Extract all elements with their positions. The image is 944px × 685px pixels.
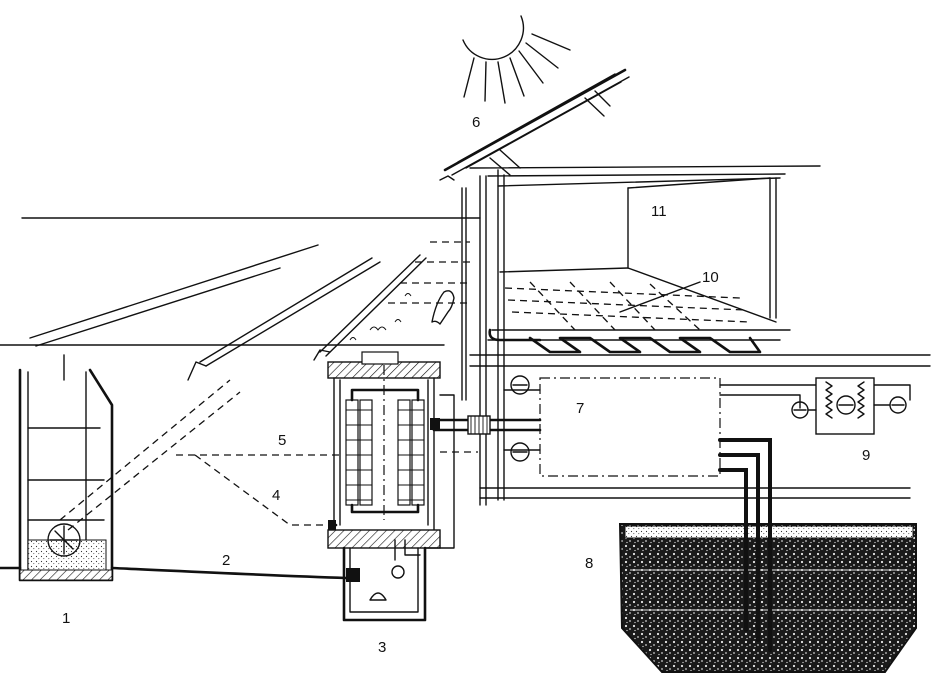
label-3: 3: [378, 639, 386, 656]
label-7: 7: [576, 400, 584, 417]
sensor-pit: [18, 354, 241, 582]
label-11: 11: [651, 203, 667, 220]
leader-lines: [176, 451, 478, 526]
label-10: 10: [702, 269, 719, 286]
heat-exchanger: [791, 377, 907, 435]
rock-bed-storage: [618, 438, 917, 673]
label-1: 1: [62, 610, 70, 627]
connection-pipes: [424, 394, 542, 549]
landscape-lines: [0, 217, 481, 381]
label-4: 4: [272, 487, 280, 504]
label-2: 2: [222, 552, 230, 569]
control-unit: [503, 375, 911, 477]
storage-tank-unit: [327, 351, 441, 622]
label-8: 8: [585, 555, 593, 572]
floor-heating-coil: [488, 281, 762, 354]
building-structure: [461, 165, 931, 506]
sun-symbol: [462, 15, 571, 104]
label-9: 9: [862, 447, 870, 464]
solar-collector: [439, 68, 630, 181]
label-5: 5: [278, 432, 286, 449]
label-6: 6: [472, 114, 480, 131]
pipe-line: [0, 566, 348, 580]
callout-labels: 1 2 3 4 5 6 7 8 9 10 11: [62, 114, 870, 656]
